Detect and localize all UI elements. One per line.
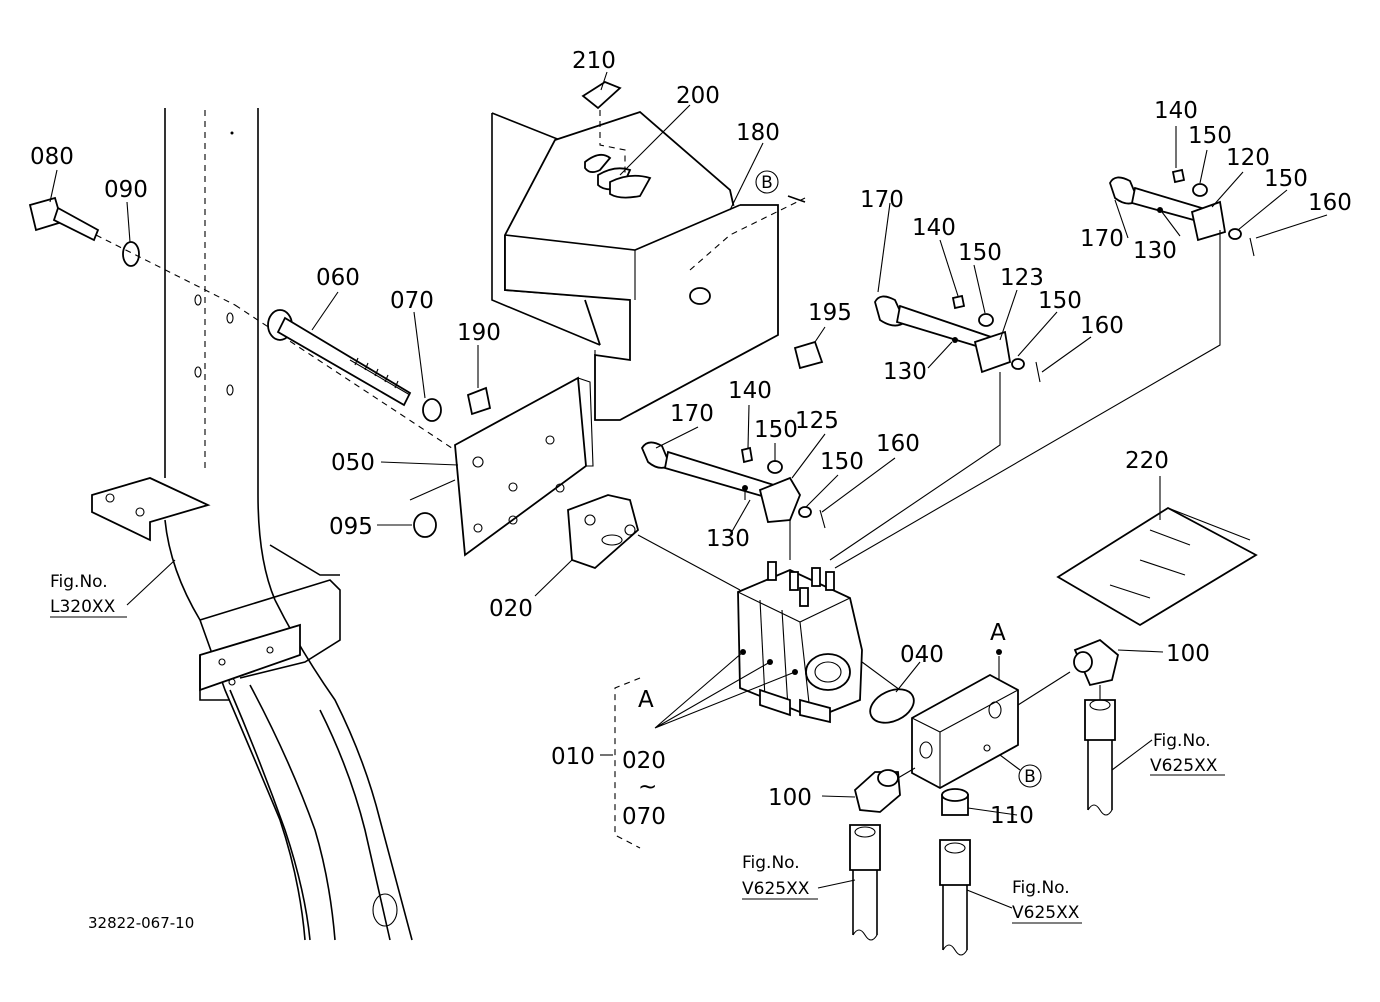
manifold-block — [911, 649, 1071, 790]
lever-middle — [829, 294, 1041, 561]
label-140-middle: 140 — [912, 215, 956, 241]
fig-ref-v625-left-title: Fig.No. — [742, 853, 800, 873]
manual-booklet — [1056, 506, 1258, 627]
lever-rear — [834, 168, 1255, 569]
label-195: 195 — [808, 300, 852, 326]
group-bracket — [600, 677, 641, 849]
label-070: 070 — [390, 288, 434, 314]
label-040: 040 — [900, 642, 944, 668]
fig-ref-v625-right-title: Fig.No. — [1153, 731, 1211, 751]
label-150-middle: 150 — [958, 240, 1002, 266]
bolt-assembly — [28, 196, 471, 461]
label-170-front: 170 — [670, 401, 714, 427]
marker-b-bottom: B — [1018, 764, 1042, 788]
label-150-rear: 150 — [1188, 123, 1232, 149]
label-095: 095 — [329, 514, 373, 540]
fig-ref-v625-right-code: V625XX — [1150, 756, 1218, 776]
label-020: 020 — [489, 596, 533, 622]
label-170-rear: 170 — [1080, 226, 1124, 252]
label-140-front: 140 — [728, 378, 772, 404]
label-123: 123 — [1000, 265, 1044, 291]
label-130-front: 130 — [706, 526, 750, 552]
o-ring — [869, 688, 915, 724]
lever-front — [640, 441, 826, 560]
fig-ref-v625-left-code: V625XX — [742, 879, 810, 899]
document-id: 32822-067-10 — [88, 914, 194, 932]
elbow-fitting-left — [849, 767, 916, 941]
marker-b-top-label: B — [761, 173, 773, 193]
elbow-fitting-right — [1073, 638, 1120, 816]
label-range-tilde: ~ — [638, 774, 657, 800]
label-190: 190 — [457, 320, 501, 346]
marker-b-bottom-label: B — [1024, 767, 1036, 787]
label-150-front: 150 — [754, 417, 798, 443]
fig-ref-v625-bottom-title: Fig.No. — [1012, 878, 1070, 898]
label-020-range-start: 020 — [622, 748, 666, 774]
label-060: 060 — [316, 265, 360, 291]
label-110: 110 — [990, 803, 1034, 829]
control-valve — [654, 561, 901, 729]
label-140-rear: 140 — [1154, 98, 1198, 124]
label-160-middle: 160 — [1080, 313, 1124, 339]
label-010: 010 — [551, 744, 595, 770]
marker-b-top: B — [755, 170, 779, 194]
fig-ref-l320-title: Fig.No. — [50, 572, 108, 592]
label-170-middle: 170 — [860, 187, 904, 213]
label-050: 050 — [331, 450, 375, 476]
label-150-rear-b: 150 — [1264, 166, 1308, 192]
bracket-plate — [409, 376, 594, 557]
label-090: 090 — [104, 177, 148, 203]
marker-a-left: A — [638, 687, 654, 713]
lever-cover — [491, 80, 824, 421]
label-130-rear: 130 — [1133, 238, 1177, 264]
figure-references: Fig.No. L320XX Fig.No. V625XX Fig.No. V6… — [50, 572, 1218, 923]
label-130-middle: 130 — [883, 359, 927, 385]
label-080: 080 — [30, 144, 74, 170]
part-labels: 210 200 180 080 090 060 070 190 195 050 … — [30, 48, 1352, 830]
label-160-front: 160 — [876, 431, 920, 457]
fig-ref-v625-bottom-code: V625XX — [1012, 903, 1080, 923]
leader-lines — [49, 71, 1328, 924]
label-100-right: 100 — [1166, 641, 1210, 667]
label-200: 200 — [676, 83, 720, 109]
label-150-middle-b: 150 — [1038, 288, 1082, 314]
label-180: 180 — [736, 120, 780, 146]
straight-fitting — [939, 788, 971, 956]
frame-structure — [91, 108, 413, 941]
label-150-front-b: 150 — [820, 449, 864, 475]
fig-ref-l320-code: L320XX — [50, 597, 116, 617]
label-100-left: 100 — [768, 785, 812, 811]
marker-a-right: A — [990, 620, 1006, 646]
label-120: 120 — [1226, 145, 1270, 171]
label-220: 220 — [1125, 448, 1169, 474]
label-070-range-end: 070 — [622, 804, 666, 830]
label-210: 210 — [572, 48, 616, 74]
label-125: 125 — [795, 408, 839, 434]
label-160-rear: 160 — [1308, 190, 1352, 216]
